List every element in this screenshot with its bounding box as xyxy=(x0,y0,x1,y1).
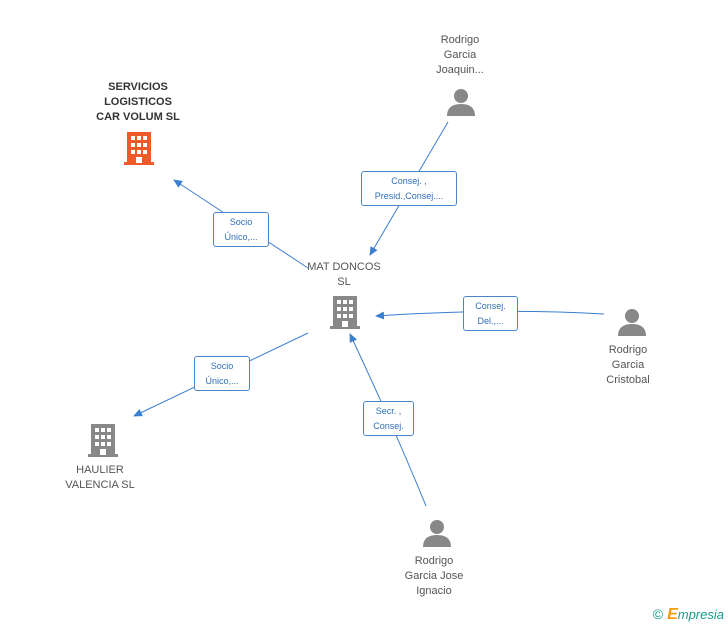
building-icon[interactable] xyxy=(88,424,118,457)
edge-label-to-servicios[interactable]: Socio Único,... xyxy=(213,212,269,247)
node-label-haulier[interactable]: HAULIER VALENCIA SL xyxy=(65,464,135,491)
copyright-symbol: © xyxy=(652,606,664,622)
edge-label-from-cristobal[interactable]: Consej. Del.,... xyxy=(463,296,518,331)
brand-logo-e: E xyxy=(667,606,678,623)
edge-label-from-jose[interactable]: Secr. , Consej. xyxy=(363,401,414,436)
person-icon[interactable] xyxy=(447,89,475,116)
person-icon[interactable] xyxy=(618,309,646,336)
node-label-mat-doncos[interactable]: MAT DONCOS SL xyxy=(307,261,381,288)
person-icon[interactable] xyxy=(423,520,451,547)
building-icon[interactable] xyxy=(330,296,360,329)
brand-footer: ©Empresia xyxy=(653,606,724,624)
brand-name: mpresia xyxy=(677,607,724,622)
building-icon[interactable] xyxy=(124,132,154,165)
node-label-rodrigo-cristobal[interactable]: Rodrigo Garcia Cristobal xyxy=(606,344,650,386)
edge-label-from-joaquin[interactable]: Consej. , Presid.,Consej.... xyxy=(361,171,457,206)
node-label-rodrigo-joaquin[interactable]: Rodrigo Garcia Joaquin... xyxy=(436,34,484,76)
node-label-rodrigo-jose[interactable]: Rodrigo Garcia Jose Ignacio xyxy=(404,555,464,597)
edge-label-to-haulier[interactable]: Socio Único,... xyxy=(194,356,250,391)
node-label-servicios[interactable]: SERVICIOS LOGISTICOS CAR VOLUM SL xyxy=(96,81,180,123)
